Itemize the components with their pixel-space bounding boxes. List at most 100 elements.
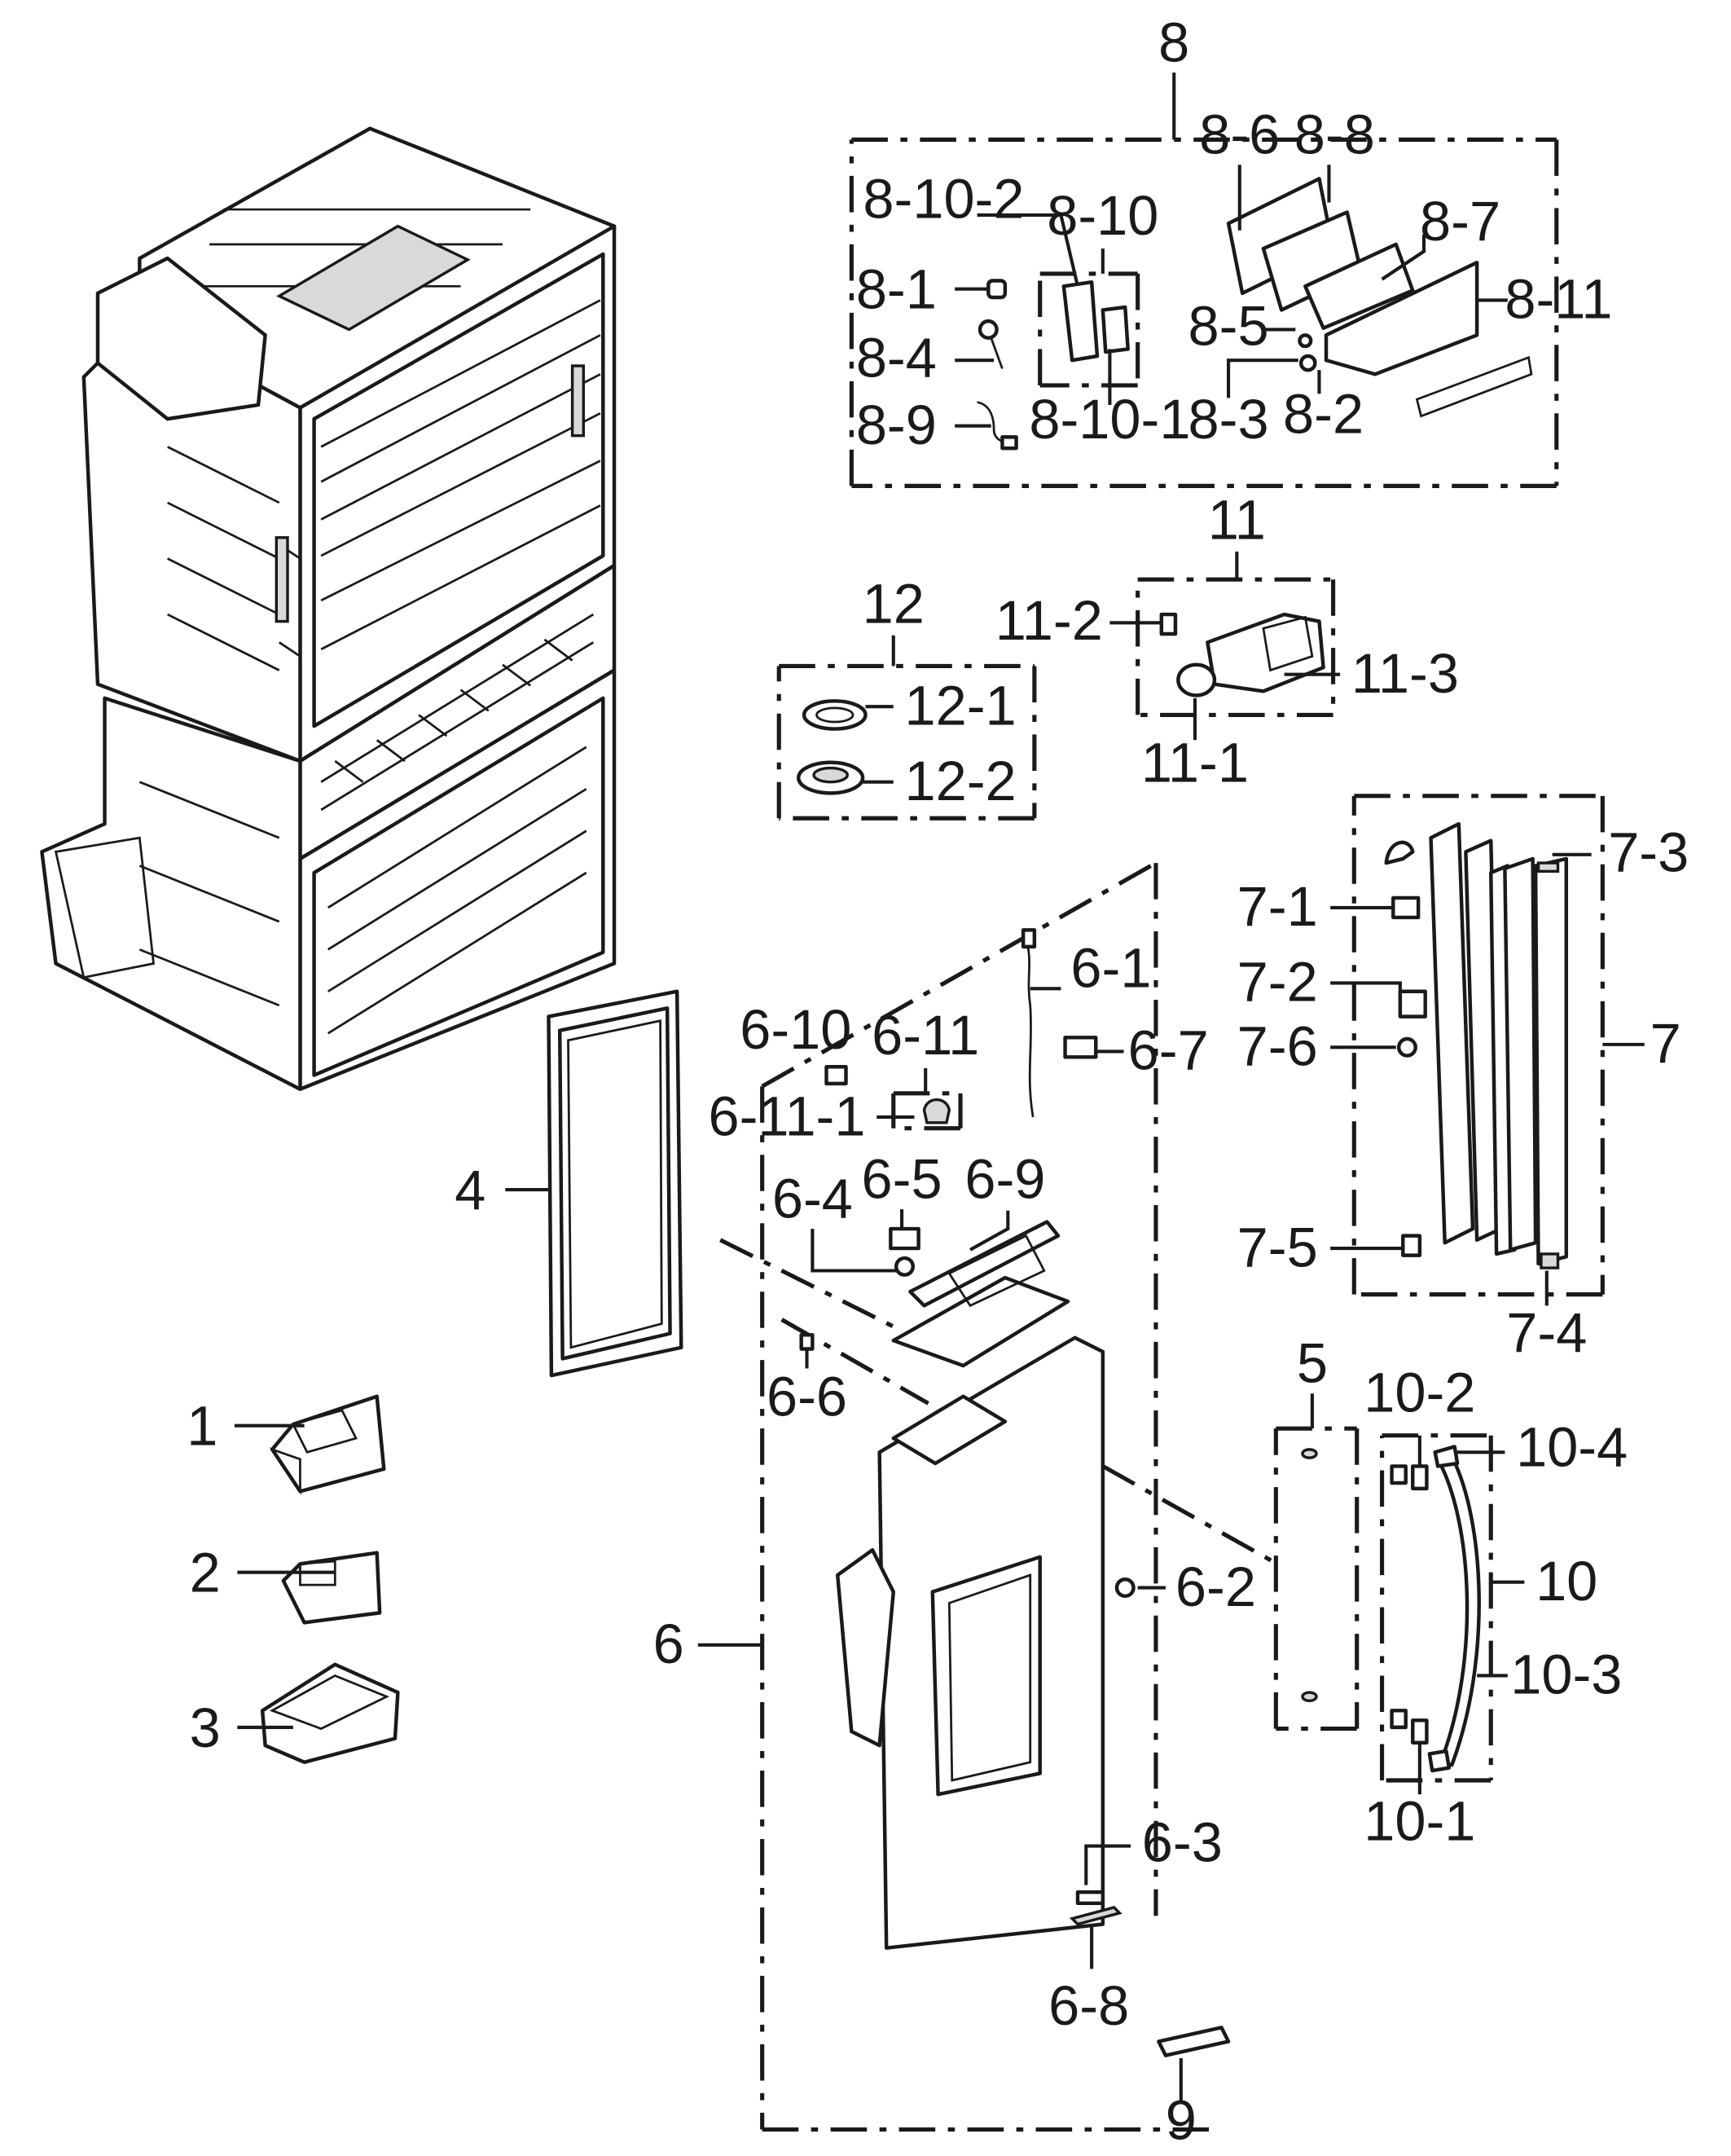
label-11-2: 11-2 <box>995 589 1103 652</box>
label-12-2: 12-2 <box>904 750 1016 812</box>
label-12: 12 <box>863 572 925 635</box>
part-7-5-bracket <box>1401 1234 1422 1257</box>
part-6-7-switch <box>1063 1036 1098 1059</box>
group-8-box <box>849 137 1559 488</box>
label-6-9: 6-9 <box>964 1147 1045 1210</box>
label-6: 6 <box>653 1613 684 1675</box>
label-8: 8 <box>1158 11 1189 73</box>
label-2: 2 <box>190 1542 221 1604</box>
label-6-1: 6-1 <box>1070 937 1151 1000</box>
label-8-4: 8-4 <box>856 327 937 389</box>
door-bin-2-part <box>281 1551 382 1625</box>
group-6-11-box <box>891 1091 963 1131</box>
label-7-5: 7-5 <box>1237 1216 1318 1278</box>
label-7-1: 7-1 <box>1237 875 1318 938</box>
part-6-3-hinge-cover <box>1075 1890 1105 1906</box>
label-10-3: 10-3 <box>1510 1643 1622 1706</box>
door-top-bracket-assembly <box>891 1220 1070 1368</box>
label-6-3: 6-3 <box>1142 1811 1223 1873</box>
part-10-1-stud <box>1390 1709 1408 1730</box>
label-6-7: 6-7 <box>1128 1019 1209 1082</box>
label-8-7: 8-7 <box>1420 190 1500 253</box>
label-6-6: 6-6 <box>767 1366 847 1428</box>
part-6-8-bracket <box>1069 1906 1123 1926</box>
label-6-2: 6-2 <box>1175 1555 1256 1618</box>
label-8-3: 8-3 <box>1188 388 1269 451</box>
freezer-door-part <box>835 1335 1105 1950</box>
label-8-10: 8-10 <box>1047 184 1158 247</box>
part-10-1-cap <box>1411 1718 1429 1745</box>
filter-cap-part <box>1101 305 1130 354</box>
label-11: 11 <box>1208 488 1266 551</box>
part-8-4-sensor <box>978 319 999 340</box>
group-7-box <box>1351 794 1605 1297</box>
label-8-10-2: 8-10-2 <box>863 167 1024 230</box>
group-6-outline <box>719 860 1279 2132</box>
part-6-4-pin <box>894 1256 915 1277</box>
ice-motor-assembly <box>1176 612 1325 697</box>
part-8-1-clip <box>986 279 1008 300</box>
label-10-4: 10-4 <box>1516 1415 1628 1478</box>
part-8-2-bracket <box>1298 354 1317 372</box>
part-9-cover <box>1157 2026 1231 2057</box>
label-8-1: 8-1 <box>856 258 937 321</box>
label-6-11-1: 6-11-1 <box>708 1085 865 1147</box>
part-5-box <box>1273 1426 1360 1731</box>
part-12-2-seal <box>797 760 865 795</box>
label-6-10: 6-10 <box>740 998 851 1061</box>
part-7-1-hinge <box>1391 895 1421 920</box>
label-10-2: 10-2 <box>1364 1362 1475 1424</box>
label-1: 1 <box>187 1395 217 1458</box>
door-bin-1-part <box>269 1394 386 1495</box>
part-10-2-cap <box>1411 1464 1429 1491</box>
label-6-5: 6-5 <box>862 1147 942 1210</box>
part-6-5-hinge <box>889 1226 920 1251</box>
part-5-screw-top <box>1301 1448 1318 1459</box>
label-3: 3 <box>190 1696 221 1759</box>
label-8-8: 8-8 <box>1294 103 1375 166</box>
part-6-1-wire-harness <box>1025 938 1035 1118</box>
part-6-6-screw <box>799 1333 815 1351</box>
control-panel-assembly <box>1226 177 1533 418</box>
door-gasket-part <box>547 989 683 1378</box>
part-5-screw-bottom <box>1301 1691 1318 1703</box>
filter-cover-part <box>1061 279 1100 363</box>
label-8-10-1: 8-10-1 <box>1029 388 1190 451</box>
label-8-2: 8-2 <box>1283 382 1364 445</box>
label-8-6: 8-6 <box>1199 103 1280 166</box>
label-6-8: 6-8 <box>1048 1974 1129 2037</box>
part-7-2-hinge <box>1398 989 1427 1019</box>
part-6-10-pad <box>824 1065 848 1086</box>
label-7: 7 <box>1650 1012 1681 1075</box>
label-12-1: 12-1 <box>904 674 1016 737</box>
label-11-1: 11-1 <box>1141 732 1249 794</box>
door-bin-3-part <box>260 1662 400 1764</box>
label-6-4: 6-4 <box>772 1167 853 1230</box>
label-6-11: 6-11 <box>872 1004 979 1067</box>
part-11-2-clip <box>1159 612 1178 636</box>
label-8-11: 8-11 <box>1505 268 1612 331</box>
label-7-2: 7-2 <box>1237 951 1318 1014</box>
group-12-box <box>776 663 1037 821</box>
label-11-3: 11-3 <box>1351 642 1459 705</box>
label-10-1: 10-1 <box>1364 1790 1475 1853</box>
label-7-4: 7-4 <box>1506 1301 1587 1364</box>
door-frame-rails <box>1384 821 1569 1269</box>
label-8-5: 8-5 <box>1188 294 1269 357</box>
door-handle-part <box>1427 1445 1481 1773</box>
label-5: 5 <box>1297 1332 1328 1395</box>
label-8-9: 8-9 <box>856 394 937 456</box>
part-7-6-cam <box>1396 1036 1417 1058</box>
part-8-5-spring <box>1298 333 1313 349</box>
part-6-11-damper <box>922 1098 951 1124</box>
label-7-6: 7-6 <box>1237 1015 1318 1078</box>
part-6-2-stopper <box>1114 1577 1136 1599</box>
refrigerator-cabinet-drawing <box>40 126 617 1091</box>
part-10-2-stud <box>1390 1464 1408 1485</box>
label-10: 10 <box>1535 1550 1597 1613</box>
label-4: 4 <box>455 1159 485 1221</box>
part-12-1-seal <box>802 699 868 731</box>
label-9: 9 <box>1166 2088 1197 2151</box>
label-7-3: 7-3 <box>1608 821 1689 883</box>
